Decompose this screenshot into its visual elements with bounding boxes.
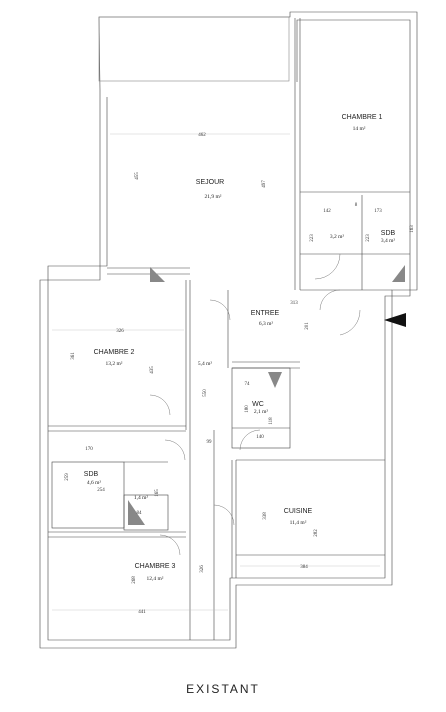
dimension-label: 170 <box>85 447 93 452</box>
dimension-label: 180 <box>245 405 250 413</box>
dimension-label: 165 <box>155 489 160 497</box>
area-label: 1,4 m² <box>134 495 149 501</box>
dimension-label: 313 <box>290 301 298 306</box>
room-area: 11,4 m² <box>290 520 307 526</box>
shower-tray-icon <box>128 500 145 525</box>
room-name: SDB <box>84 471 99 478</box>
dimension-label: 259 <box>65 473 70 481</box>
sink-icon <box>150 267 165 282</box>
room-name: WC <box>252 401 264 408</box>
dimension-label: 435 <box>150 366 155 374</box>
dimension-label: 361 <box>71 352 76 360</box>
dimension-label: 173 <box>374 209 382 214</box>
dimension-label: 142 <box>323 209 331 214</box>
plan-caption: EXISTANT <box>186 682 260 696</box>
room-area: 4,6 m² <box>87 480 102 486</box>
shower <box>123 494 169 531</box>
dimension-label: 455 <box>135 172 140 180</box>
room-name: CHAMBRE 2 <box>94 349 135 356</box>
dimension-label: 163 <box>410 225 415 233</box>
dimension-label: 268 <box>132 576 137 584</box>
dimension-label: 8 <box>355 203 358 208</box>
dimension-label: 326 <box>116 329 124 334</box>
room-name: CHAMBRE 1 <box>342 114 383 121</box>
room-name: ENTREE <box>251 310 280 317</box>
dimension-label: 201 <box>305 322 310 330</box>
door-arc <box>319 289 341 311</box>
room-name: CUISINE <box>284 508 313 515</box>
outer-wall <box>39 11 418 649</box>
outer-wall-inner <box>47 19 411 641</box>
sink-icon <box>392 265 405 282</box>
dimension-label: 282 <box>314 529 319 537</box>
dimension-label: 74 <box>245 382 251 387</box>
dimension-label: 338 <box>263 512 268 520</box>
door-arc <box>239 429 261 451</box>
room-area: 13,2 m² <box>106 361 123 367</box>
room-area: 21,9 m² <box>205 194 222 200</box>
room-name: SDB <box>381 230 396 237</box>
dimension-label: 441 <box>138 610 146 615</box>
area-label: 5,4 m² <box>198 361 213 367</box>
dimension-label: 254 <box>97 488 105 493</box>
door-arc <box>314 253 341 280</box>
room-area: 14 m² <box>353 126 366 132</box>
door-arc <box>209 299 231 321</box>
balcony <box>98 16 290 82</box>
dimension-label: 118 <box>269 417 274 425</box>
door-arc <box>159 534 181 556</box>
dimension-label: 99 <box>207 440 213 445</box>
dimension-label: 84 <box>137 511 143 516</box>
door-arc <box>164 439 186 461</box>
dimension-label: 326 <box>200 565 205 573</box>
dimension-label: 497 <box>262 180 267 188</box>
dimension-label: 223 <box>310 234 315 242</box>
room-area: 6,3 m² <box>259 321 274 327</box>
dimension-label: 223 <box>366 234 371 242</box>
door-arc <box>213 504 235 526</box>
room-area: 2,1 m² <box>254 409 269 415</box>
dimension-label: 462 <box>198 133 206 138</box>
area-label: 3,2 m² <box>330 234 345 240</box>
room-area: 3,4 m² <box>381 238 396 244</box>
room-name: SEJOUR <box>196 179 224 186</box>
dimension-label: 550 <box>203 389 208 397</box>
room-area: 12,4 m² <box>147 576 164 582</box>
room-name: CHAMBRE 3 <box>135 563 176 570</box>
toilet-icon <box>268 372 282 388</box>
door-arc <box>339 309 361 336</box>
entry-arrow-icon <box>384 313 406 327</box>
dimension-label: 140 <box>256 435 264 440</box>
dimension-label: 384 <box>300 565 308 570</box>
door-arc <box>149 394 171 416</box>
wc-enclosure <box>231 367 291 449</box>
